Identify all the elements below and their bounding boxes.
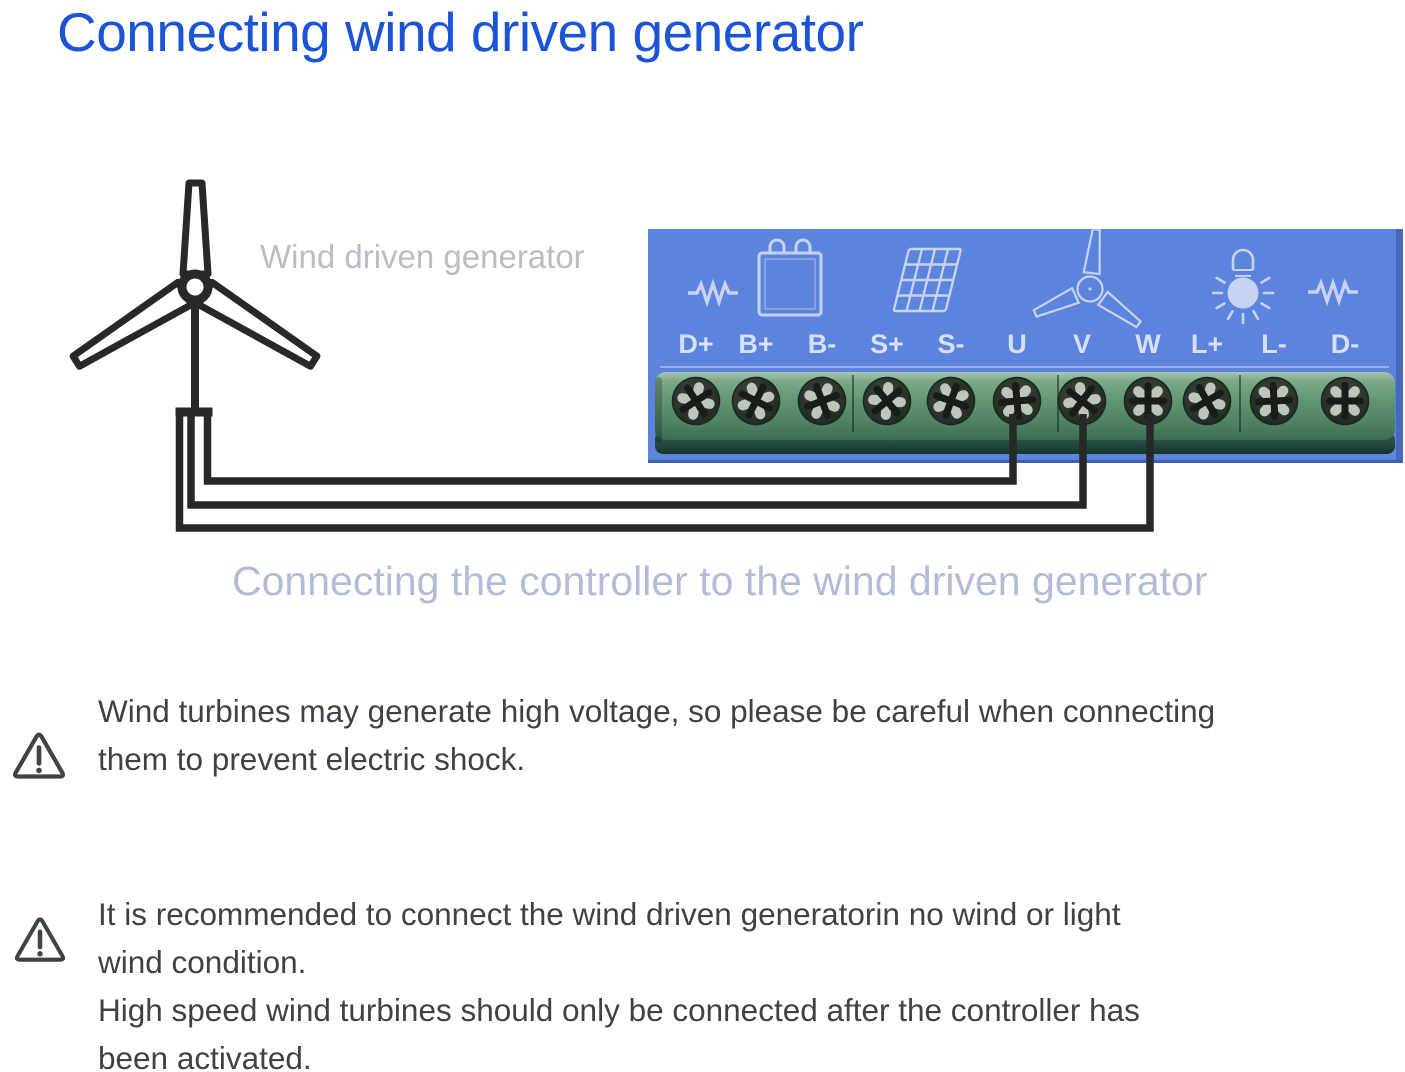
terminal-label-bminus: B- <box>807 329 837 359</box>
wind-turbine-icon <box>1032 229 1143 329</box>
panel-icons <box>688 229 1358 329</box>
terminal-label-lplus: L+ <box>1190 329 1224 359</box>
terminal-label-lminus: L- <box>1261 329 1287 359</box>
lamp-icon <box>1211 248 1275 325</box>
page-title: Connecting wind driven generator <box>57 1 864 63</box>
warning-1: Wind turbines may generate high voltage,… <box>98 687 1215 783</box>
panel-right-edge <box>1396 229 1403 460</box>
terminal-strip <box>655 372 1395 454</box>
resistor-icon <box>688 278 738 308</box>
warning-2-line-1: It is recommended to connect the wind dr… <box>98 896 1121 932</box>
wind-generator-label: Wind driven generator <box>260 238 585 275</box>
terminal-label-bplus: B+ <box>738 329 774 359</box>
terminal-label-sminus: S- <box>937 329 965 359</box>
terminal-label-dplus: D+ <box>678 329 714 359</box>
warning-2-line-4: been activated. <box>98 1040 312 1072</box>
terminal-label-v: V <box>1072 329 1092 359</box>
battery-icon <box>757 238 823 317</box>
warning-1-line-2: them to prevent electric shock. <box>98 741 526 777</box>
warning-triangle-icon <box>13 732 65 779</box>
warning-2-line-3: High speed wind turbines should only be … <box>98 992 1140 1028</box>
solar-panel-icon <box>892 247 962 313</box>
warning-triangle-icon <box>14 917 66 962</box>
terminal-label-w: W <box>1135 329 1161 359</box>
controller-panel: D+ B+ B- S+ S- U V W L+ L- D- <box>648 229 1403 463</box>
turbine-base-cap <box>175 407 213 417</box>
terminal-label-splus: S+ <box>870 329 904 359</box>
warning-2: It is recommended to connect the wind dr… <box>98 890 1140 1072</box>
diagram-caption: Connecting the controller to the wind dr… <box>232 558 1208 604</box>
warning-1-line-1: Wind turbines may generate high voltage,… <box>98 693 1216 729</box>
wind-turbine-drawing <box>69 179 321 417</box>
terminal-label-dminus: D- <box>1330 329 1360 359</box>
terminal-label-u: U <box>1007 329 1027 359</box>
resistor-icon <box>1308 277 1358 307</box>
panel-separator-line <box>660 366 1389 368</box>
warning-2-line-2: wind condition. <box>98 944 307 980</box>
